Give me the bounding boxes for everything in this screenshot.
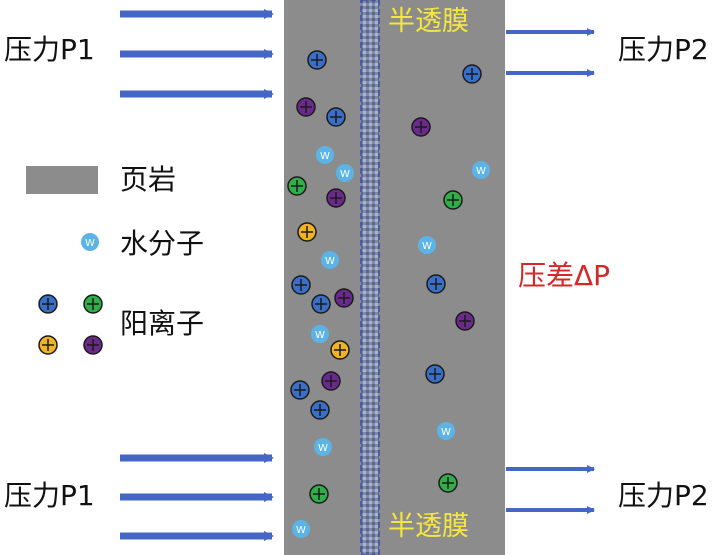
legend-cation-icon xyxy=(83,294,103,314)
cation-particle xyxy=(330,340,350,360)
cation-particle xyxy=(311,294,331,314)
cation-particle xyxy=(296,97,316,117)
pressure-arrows-left xyxy=(120,9,274,541)
water-particle: W xyxy=(472,161,490,179)
pressure-label-left-bottom: 压力P1 xyxy=(4,482,95,510)
cation-particle xyxy=(438,473,458,493)
water-particle: W xyxy=(321,251,339,269)
legend-water-icon: W xyxy=(81,233,99,251)
cation-particle xyxy=(309,484,329,504)
shale-body xyxy=(284,0,505,555)
svg-text:W: W xyxy=(315,330,325,341)
svg-text:W: W xyxy=(441,427,451,438)
pressure-label-right-top: 压力P2 xyxy=(618,36,709,64)
pressure-label-text: 压力P1 xyxy=(4,33,95,66)
svg-text:W: W xyxy=(325,256,335,267)
water-particle: W xyxy=(292,520,310,538)
water-particle: W xyxy=(314,438,332,456)
legend-shale-label: 页岩 xyxy=(120,163,177,196)
pressure-label-text: 压力P2 xyxy=(618,479,709,512)
legend-water-label: 水分子 xyxy=(120,227,205,260)
cation-particle xyxy=(310,400,330,420)
cation-particle xyxy=(297,222,317,242)
svg-text:W: W xyxy=(85,238,95,249)
water-particle: W xyxy=(418,236,436,254)
cation-particle xyxy=(307,50,327,70)
membrane-label-bottom: 半透膜 xyxy=(388,511,469,542)
cation-particle xyxy=(321,371,341,391)
legend-cation-icon xyxy=(83,335,103,355)
water-particle: W xyxy=(311,325,329,343)
cation-particle xyxy=(411,117,431,137)
legend-shale-swatch xyxy=(26,166,98,194)
pressure-label-text: 压力P1 xyxy=(4,479,95,512)
cation-particle xyxy=(462,64,482,84)
semipermeable-membrane xyxy=(360,0,380,555)
svg-text:W: W xyxy=(296,525,306,536)
water-particle: W xyxy=(336,164,354,182)
water-particle: W xyxy=(437,422,455,440)
svg-text:W: W xyxy=(340,169,350,180)
cation-particle xyxy=(290,380,310,400)
legend-cation-icon xyxy=(38,294,58,314)
membrane-label-top: 半透膜 xyxy=(388,6,469,37)
pressure-arrows-right xyxy=(506,28,595,514)
cation-particle xyxy=(455,311,475,331)
cation-particle xyxy=(334,288,354,308)
pressure-label-left-top: 压力P1 xyxy=(4,36,95,64)
cation-particle xyxy=(425,364,445,384)
cation-particle xyxy=(291,275,311,295)
svg-text:W: W xyxy=(318,443,328,454)
cation-particle xyxy=(326,107,346,127)
cation-particle xyxy=(326,188,346,208)
cation-particle xyxy=(443,190,463,210)
pressure-label-right-bottom: 压力P2 xyxy=(618,482,709,510)
svg-text:W: W xyxy=(476,166,486,177)
cation-particle xyxy=(287,176,307,196)
cation-particle xyxy=(426,274,446,294)
legend-cation-icon xyxy=(38,335,58,355)
svg-text:W: W xyxy=(320,151,330,162)
water-particle: W xyxy=(316,146,334,164)
pressure-difference-label: 压差ΔP xyxy=(518,259,611,292)
pressure-label-text: 压力P2 xyxy=(618,33,709,66)
svg-text:W: W xyxy=(422,241,432,252)
legend-cation-label: 阳离子 xyxy=(120,307,205,340)
